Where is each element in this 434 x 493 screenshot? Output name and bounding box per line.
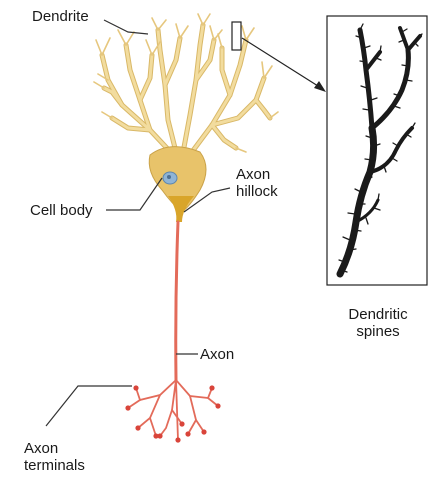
axon-hillock [168, 196, 194, 222]
label-dendritic-spines-line1: Dendritic [336, 306, 420, 323]
zoom-pointer-line [242, 38, 318, 86]
label-axon-terminals-line2: terminals [24, 457, 85, 474]
label-axon-hillock-line1: Axon [236, 166, 278, 183]
dendrite-branches-inner [102, 25, 270, 160]
label-axon-hillock-line2: hillock [236, 183, 278, 200]
label-axon-terminals: Axon terminals [24, 440, 85, 474]
label-dendritic-spines-line2: spines [336, 323, 420, 340]
label-cell-body: Cell body [30, 202, 93, 219]
label-dendrite: Dendrite [32, 8, 89, 25]
label-axon-terminals-line1: Axon [24, 440, 85, 457]
cell-body-leader [106, 178, 162, 210]
nucleolus [167, 175, 171, 179]
dendrite-leader [104, 20, 148, 34]
label-axon-hillock: Axon hillock [236, 166, 278, 200]
label-leader-lines [46, 20, 230, 426]
zoom-region-marker [232, 22, 241, 50]
terminal-boutons [125, 385, 220, 442]
axon-terminals-leader [46, 386, 132, 426]
label-dendritic-spines: Dendritic spines [336, 306, 420, 340]
label-axon: Axon [200, 346, 234, 363]
dendrite-tree [94, 14, 278, 160]
zoom-arrowhead [314, 81, 326, 92]
axon-shaft [176, 222, 178, 380]
